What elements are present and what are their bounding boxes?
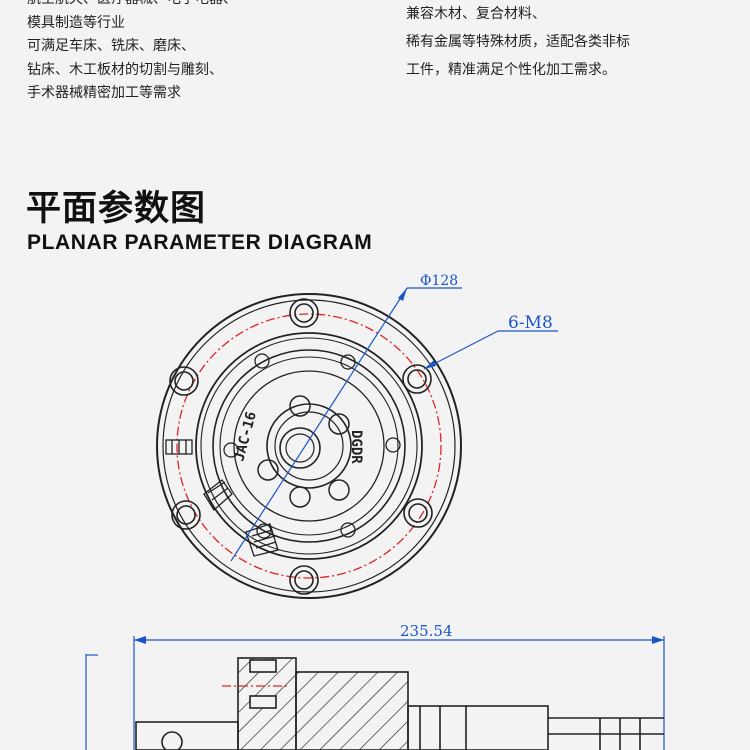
side-shank xyxy=(407,705,549,750)
body-ring-inner xyxy=(200,337,418,555)
collet-ring xyxy=(233,370,385,522)
mounting-holes xyxy=(169,298,433,595)
bore-outer xyxy=(279,427,321,469)
holes-label: 6-M8 xyxy=(508,313,553,333)
mounting-hole xyxy=(289,298,319,328)
holes-leader-line xyxy=(423,330,499,370)
flange-outer-edge xyxy=(156,293,462,599)
clamp-screw xyxy=(203,479,233,511)
engraving-left: JAC-16 xyxy=(231,410,260,463)
mounting-hole xyxy=(402,364,432,394)
intro-left-line: 可满足车床、铣床、磨床、 xyxy=(27,38,195,54)
face-holes xyxy=(223,353,401,539)
flange-outer-chamfer xyxy=(162,299,456,593)
diameter-leader-line xyxy=(230,287,408,562)
body-ring-outer xyxy=(195,332,423,560)
section-title-en: PLANAR PARAMETER DIAGRAM xyxy=(27,231,373,254)
section-title-cn: 平面参数图 xyxy=(26,189,207,229)
mounting-hole xyxy=(169,366,199,396)
length-label: 235.54 xyxy=(400,622,453,640)
diameter-dimension xyxy=(230,287,462,562)
intro-left-line: 手术器械精密加工等需求 xyxy=(27,85,181,101)
intro-right-column: 兼容木材、复合材料、 稀有金属等特殊材质，适配各类非标 工件，精准满足个性化加工… xyxy=(406,0,630,84)
face-ring-inner xyxy=(219,356,399,536)
side-body-section xyxy=(295,671,409,750)
diameter-label: Φ128 xyxy=(420,273,458,289)
engraving-right: DGDR xyxy=(348,430,364,464)
bolt-circle xyxy=(176,313,442,579)
intro-left-line: 航空航天、医疗器械、电子电器、 xyxy=(27,0,237,12)
intro-left-line: 钻床、木工板材的切割与雕刻、 xyxy=(27,61,223,78)
bore-inner xyxy=(285,433,315,463)
intro-right-line: 稀有金属等特殊材质，适配各类非标 xyxy=(406,33,630,50)
intro-left-line: 模具制造等行业 xyxy=(27,14,125,31)
nut-ring xyxy=(266,403,352,489)
holes-dimension xyxy=(423,330,558,370)
side-nose xyxy=(135,721,239,750)
mounting-hole xyxy=(403,498,433,528)
side-view xyxy=(135,657,664,750)
clamp-screw-lower xyxy=(245,523,279,557)
nut-ring-inner xyxy=(274,411,344,481)
intro-right-line: 兼容木材、复合材料、 xyxy=(406,5,546,22)
collet-holes xyxy=(257,395,350,508)
intro-left-column: 航空航天、医疗器械、电子电器、 模具制造等行业 可满足车床、铣床、磨床、 钻床、… xyxy=(27,0,237,106)
intro-right-line: 工件，精准满足个性化加工需求。 xyxy=(406,61,616,78)
mounting-hole xyxy=(289,565,319,595)
front-view xyxy=(156,293,462,599)
face-ring xyxy=(212,349,406,543)
diameter-arrowhead xyxy=(398,288,407,301)
mounting-hole xyxy=(171,500,201,530)
holes-arrowhead xyxy=(424,360,436,369)
length-dimension xyxy=(85,636,665,750)
grease-nipple xyxy=(165,439,193,455)
